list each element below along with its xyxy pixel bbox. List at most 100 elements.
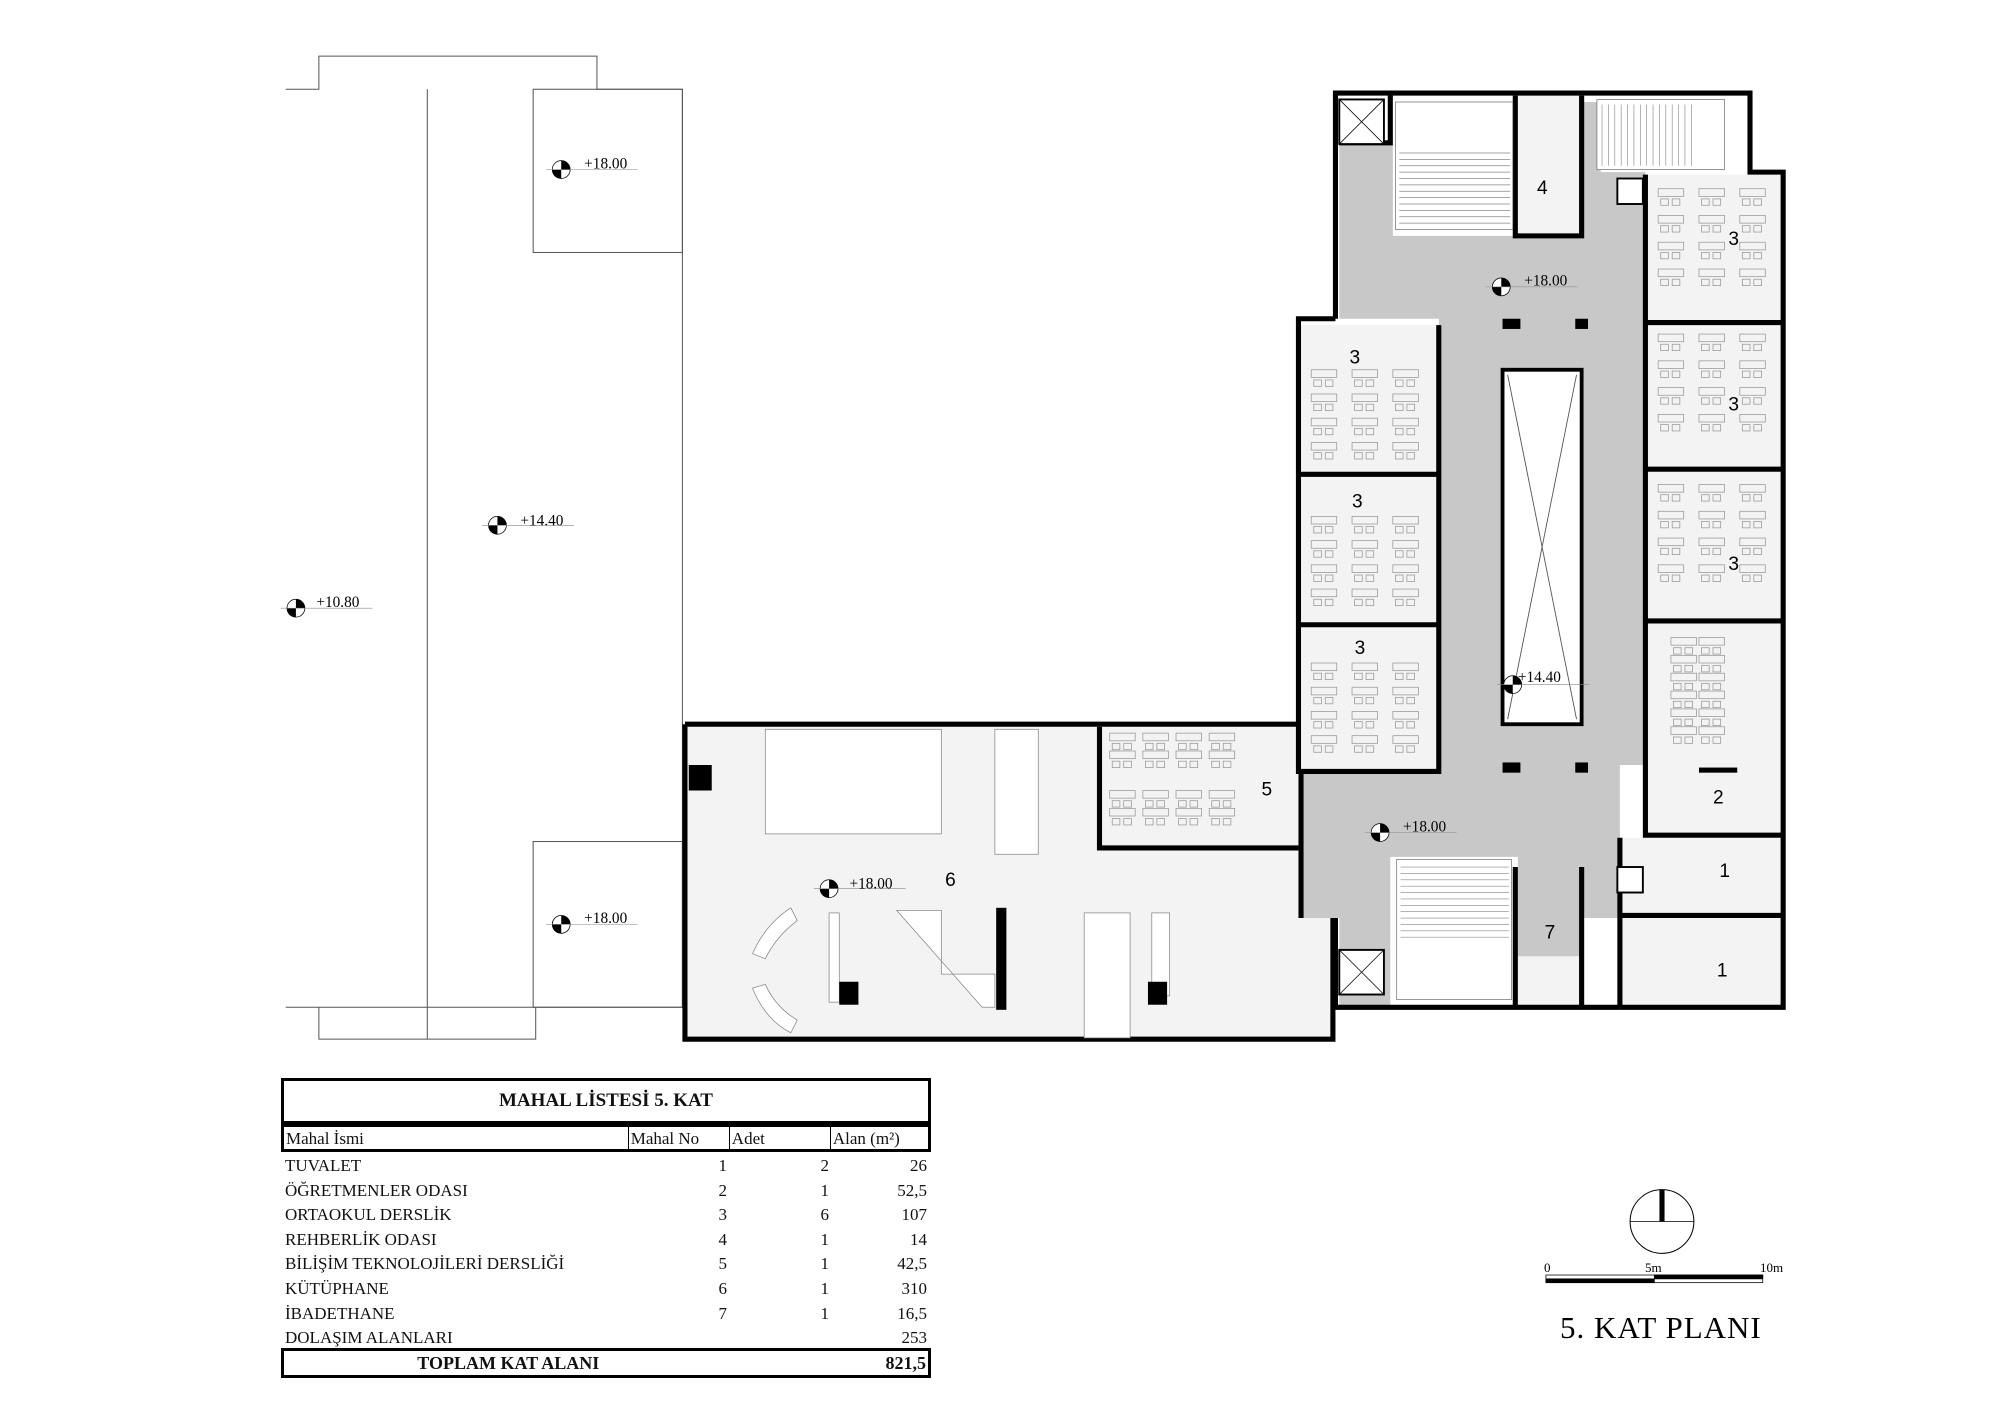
elevation-marker-icon: [482, 516, 574, 535]
room-number-1: 1: [1717, 961, 1728, 982]
chair: [1741, 198, 1751, 206]
chair: [1701, 198, 1710, 206]
chair: [1741, 343, 1751, 352]
chair: [1753, 198, 1762, 206]
chair: [1712, 278, 1722, 286]
chair: [1741, 278, 1751, 286]
chair: [1406, 745, 1415, 753]
chair: [1684, 736, 1693, 744]
header-alan: Alan (m²): [832, 1129, 900, 1148]
cell-no: 6: [718, 1279, 728, 1298]
chair: [1365, 428, 1375, 436]
chair: [1324, 598, 1334, 607]
desk: [1351, 540, 1378, 549]
desk: [1392, 417, 1419, 427]
chair: [1145, 818, 1154, 826]
cell-no: 2: [718, 1180, 728, 1200]
desk: [1698, 484, 1725, 493]
cell-name: DOLAŞIM ALANLARI: [285, 1328, 453, 1348]
chair: [1324, 550, 1334, 558]
chair: [1395, 721, 1404, 729]
chair: [1354, 379, 1363, 387]
chair: [1712, 547, 1722, 556]
scale-label-10m: 10m: [1760, 1260, 1784, 1275]
desk: [1351, 516, 1378, 525]
chair: [1395, 452, 1404, 460]
cell-name: BİLİŞİM TEKNOLOJİLERİ DERSLİĞİ: [285, 1254, 565, 1274]
chair: [1660, 521, 1669, 529]
desk: [1310, 588, 1338, 598]
chair: [1753, 370, 1762, 378]
desk: [1698, 387, 1725, 396]
chair: [1313, 574, 1322, 582]
desk: [1698, 188, 1725, 197]
chair: [1313, 697, 1322, 705]
elevation-label: +18.00: [584, 155, 627, 172]
cell-no: 4: [718, 1229, 728, 1249]
desk: [1698, 360, 1725, 369]
chair: [1189, 760, 1199, 768]
chair: [1395, 550, 1404, 558]
chair: [1753, 424, 1762, 432]
chair: [1324, 403, 1334, 411]
chair: [1313, 598, 1322, 607]
desk: [1698, 413, 1725, 423]
desk: [1109, 807, 1136, 817]
chair: [1145, 760, 1154, 768]
chair: [1354, 550, 1363, 558]
chair: [1753, 521, 1762, 529]
chair: [1741, 252, 1751, 260]
chair: [1712, 665, 1722, 673]
library-furniture: [752, 728, 1171, 1039]
desk: [1392, 735, 1419, 744]
shaft-x: [1339, 99, 1385, 995]
chair: [1712, 252, 1722, 260]
elevation-label: +18.00: [1524, 273, 1567, 290]
cell-name: ORTAOKUL DERSLİK: [285, 1205, 452, 1225]
elevation-marker-icon: [1485, 277, 1578, 297]
desk: [1392, 393, 1419, 403]
header-adet: Adet: [730, 1127, 831, 1149]
chair: [1753, 343, 1762, 352]
desk: [1698, 708, 1725, 717]
room-number-3: 3: [1355, 638, 1366, 659]
cell-alan: 52,5: [897, 1180, 927, 1200]
chair: [1660, 370, 1669, 378]
desk: [1310, 564, 1338, 573]
chair: [1395, 403, 1404, 411]
desk: [1109, 790, 1136, 799]
desk: [1392, 588, 1419, 598]
chair: [1354, 598, 1363, 607]
chair: [1406, 574, 1415, 582]
chair: [1684, 700, 1693, 709]
table-title: MAHAL LİSTESİ 5. KAT: [281, 1078, 931, 1124]
desk: [1657, 333, 1685, 343]
chair: [1701, 647, 1710, 655]
scale-label-0: 0: [1544, 1260, 1551, 1275]
desk: [1657, 241, 1685, 251]
chair: [1753, 225, 1762, 233]
chair: [1741, 424, 1751, 432]
chair: [1211, 760, 1220, 768]
chair: [1701, 370, 1710, 378]
desk: [1657, 215, 1685, 224]
room-number-3: 3: [1728, 395, 1739, 416]
chair: [1406, 598, 1415, 607]
chair: [1354, 745, 1363, 753]
scale-label-5m: 5m: [1645, 1260, 1662, 1275]
chair: [1211, 818, 1220, 826]
chair: [1701, 494, 1710, 502]
desk: [1670, 726, 1697, 735]
cell-adet: 1: [820, 1254, 830, 1274]
chair: [1178, 800, 1187, 808]
chair: [1123, 742, 1132, 751]
desk: [1739, 537, 1766, 547]
cell-alan: 107: [901, 1205, 928, 1225]
room-number-1: 1: [1719, 861, 1730, 882]
elevation-marker-icon: [813, 879, 906, 898]
elevation-marker-icon: [1497, 675, 1590, 694]
desk: [1392, 516, 1419, 525]
chair: [1701, 343, 1710, 352]
